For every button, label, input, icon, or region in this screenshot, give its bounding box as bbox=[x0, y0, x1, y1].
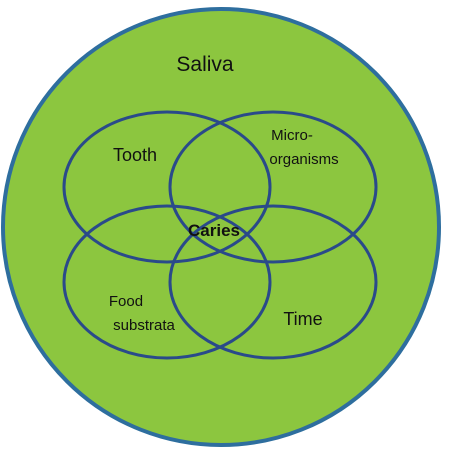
tooth-label: Tooth bbox=[113, 145, 157, 165]
food-substrata-ellipse bbox=[62, 204, 272, 360]
time-ellipse bbox=[168, 204, 378, 360]
microorganisms-ellipse bbox=[168, 110, 378, 264]
time-label: Time bbox=[283, 309, 322, 329]
microorganisms-label-line2: organisms bbox=[269, 151, 338, 168]
tooth-ellipse bbox=[62, 110, 272, 264]
microorganisms-label-line1: Micro- bbox=[271, 127, 313, 144]
food-substrata-label-line2: substrata bbox=[113, 317, 175, 334]
saliva-label: Saliva bbox=[176, 53, 234, 76]
saliva-outer-circle bbox=[1, 7, 441, 447]
food-substrata-label-line1: Food bbox=[109, 293, 143, 310]
caries-label: Caries bbox=[188, 221, 240, 240]
